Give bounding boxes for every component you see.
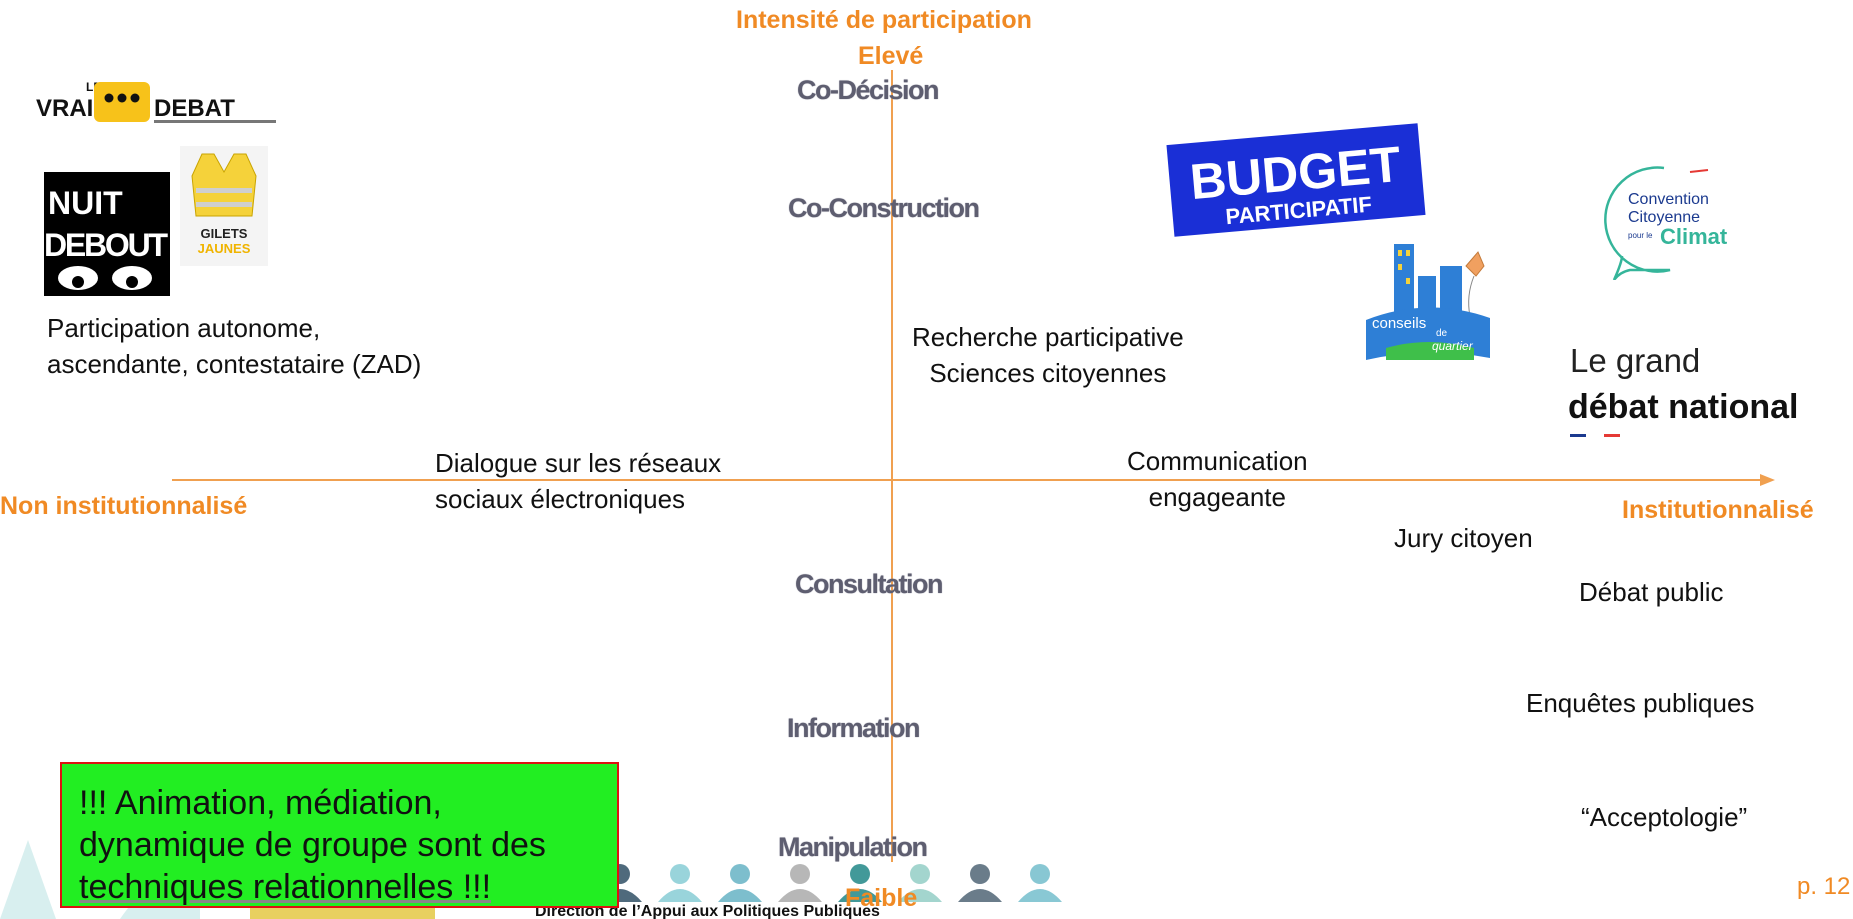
y-axis-low-label: Faible [845, 884, 918, 912]
recherche-participative-text: Recherche participative Sciences citoyen… [912, 319, 1184, 391]
participation-autonome-line2: ascendante, contestataire (ZAD) [47, 349, 422, 379]
level-co-construction: Co-Construction [788, 193, 980, 223]
jury-citoyen-text: Jury citoyen [1394, 523, 1533, 553]
conseils-line1: conseils [1372, 315, 1426, 332]
vrai-debat-debat: DEBAT [154, 95, 235, 122]
page-number: p. 12 [1797, 873, 1851, 900]
y-axis-title: Intensité de participation [736, 6, 1032, 34]
convention-line4: Climat [1660, 224, 1728, 249]
level-information: Information [787, 713, 921, 743]
participation-autonome-line1: Participation autonome, [47, 313, 321, 343]
callout-line2: dynamique de groupe sont des [79, 826, 546, 864]
nuit-debout-line2: DEBOUT [44, 227, 168, 263]
participation-autonome-text: Participation autonome, ascendante, cont… [47, 310, 421, 382]
recherche-line2: Sciences citoyennes [929, 358, 1167, 388]
recherche-line1: Recherche participative [912, 322, 1184, 352]
vrai-debat-vrai: VRAI [36, 95, 93, 122]
convention-climat-logo: Convention Citoyenne pour le Climat [1604, 166, 1728, 280]
gilets-jaunes-logo: GILETS JAUNES [180, 146, 268, 266]
conseils-line3: quartier [1432, 339, 1474, 353]
enquetes-publiques-text: Enquêtes publiques [1526, 688, 1755, 718]
dialogue-reseaux-text: Dialogue sur les réseaux sociaux électro… [435, 445, 721, 517]
convention-line3: pour le [1628, 231, 1653, 240]
debat-public-text: Débat public [1579, 577, 1724, 607]
convention-line1: Convention [1628, 191, 1709, 208]
level-consultation: Consultation [795, 569, 943, 599]
communication-line1: Communication [1127, 446, 1308, 476]
budget-participatif-logo: BUDGET PARTICIPATIF [1166, 123, 1426, 237]
x-axis-left-label: Non institutionnalisé [0, 492, 248, 520]
callout-line1: !!! Animation, médiation, [79, 784, 442, 822]
nuit-debout-line1: NUIT [48, 185, 123, 221]
communication-engageante-text: Communication engageante [1127, 443, 1308, 515]
acceptologie-text: “Acceptologie” [1581, 802, 1748, 832]
grand-debat-logo: Le grand débat national [1568, 342, 1798, 437]
gilets-line1: GILETS [201, 226, 248, 241]
y-axis-high-label: Elevé [858, 42, 924, 70]
communication-line2: engageante [1148, 482, 1286, 512]
conseils-line2: de [1436, 328, 1448, 339]
callout-box: !!! Animation, médiation, dynamique de g… [60, 762, 619, 908]
horizontal-axis-arrow [1760, 474, 1775, 486]
footer-yellow-block [250, 908, 435, 919]
gilets-line2: JAUNES [198, 241, 251, 256]
x-axis-right-label: Institutionnalisé [1622, 496, 1814, 524]
convention-line2: Citoyenne [1628, 209, 1700, 226]
level-co-decision: Co-Décision [797, 75, 940, 105]
vrai-debat-logo: LE VRAI DEBAT [36, 80, 276, 123]
grand-debat-line2: débat national [1568, 388, 1798, 426]
grand-debat-line1: Le grand [1570, 342, 1700, 379]
dialogue-line1: Dialogue sur les réseaux [435, 448, 722, 478]
conseils-quartier-logo: conseils de quartier [1366, 244, 1490, 360]
level-manipulation: Manipulation [778, 832, 928, 862]
callout-line3: techniques relationnelles !!! [79, 868, 492, 906]
dialogue-line2: sociaux électroniques [435, 484, 686, 514]
nuit-debout-logo: NUIT DEBOUT [44, 172, 170, 296]
footer-banner-text: Direction de l’Appui aux Politiques Publ… [535, 903, 880, 919]
